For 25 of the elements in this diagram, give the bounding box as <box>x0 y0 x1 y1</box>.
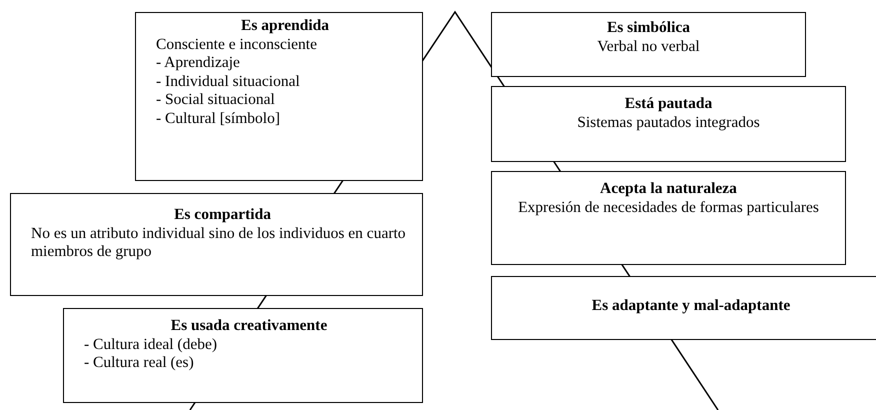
box-heading: Es compartida <box>173 206 272 225</box>
box-text: Verbal no verbal <box>596 38 701 56</box>
text-box <box>491 86 846 162</box>
box-text: - Cultura real (es) <box>84 354 195 373</box>
box-text: - Social situacional <box>156 91 276 110</box>
box-text: Consciente e inconsciente <box>156 36 318 54</box>
text-box <box>135 12 423 181</box>
box-heading: Acepta la naturaleza <box>599 180 738 199</box>
box-heading: Está pautada <box>624 95 714 114</box>
box-text: - Aprendizaje <box>156 54 241 73</box>
box-heading: Es simbólica <box>606 19 692 38</box>
box-text: - Individual situacional <box>156 72 301 92</box>
box-text: Expresión de necesidades de formas particulares <box>517 198 820 218</box>
text-box <box>491 276 876 340</box>
box-text: No es un atributo individual sino de los individuos en cuarto miembros de grupo <box>31 224 407 262</box>
box-text: Sistemas pautados integrados <box>576 114 761 132</box>
box-text: - Cultura ideal (debe) <box>84 336 218 354</box>
text-box <box>63 308 423 403</box>
box-heading: Es usada creativamente <box>170 317 328 336</box>
box-heading: Es adaptante y mal-adaptante <box>590 297 792 316</box>
text-box <box>491 171 846 265</box>
box-heading: Es aprendida <box>240 17 330 36</box>
box-text: - Cultural [símbolo] <box>156 110 281 129</box>
text-box <box>10 193 423 296</box>
text-box <box>491 12 806 77</box>
